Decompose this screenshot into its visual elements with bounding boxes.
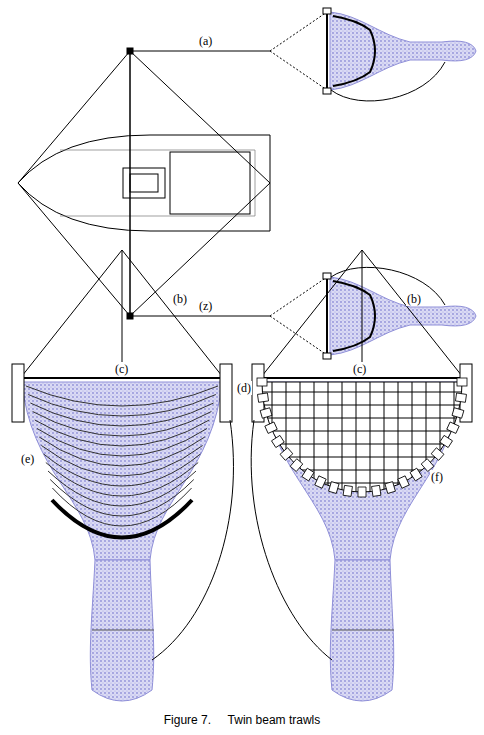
- callout-letter: (b): [172, 292, 188, 306]
- net-stroke: [260, 457, 464, 458]
- net-stroke: [260, 408, 272, 418]
- net-stroke: [447, 422, 459, 433]
- net-stroke: [28, 395, 216, 417]
- callout-letter: (c): [114, 362, 129, 376]
- net-stroke: [257, 393, 268, 402]
- net-stroke: [260, 418, 464, 419]
- net-stroke: [343, 485, 352, 496]
- net-stroke: [314, 380, 315, 500]
- net-stroke: [302, 468, 314, 481]
- net-stroke: [457, 378, 467, 386]
- callout-letter: (z): [198, 299, 213, 313]
- figure-caption: Figure 7. Twin beam trawls: [164, 713, 321, 727]
- net-stroke: [300, 380, 301, 500]
- net-stroke: [455, 393, 466, 402]
- net-stroke: [426, 380, 427, 500]
- net-stroke: [280, 448, 293, 461]
- net-stroke: [398, 476, 409, 488]
- callout-letter: (c): [352, 362, 367, 376]
- net-stroke: [265, 422, 277, 433]
- net-stroke: [412, 380, 413, 500]
- net-stroke: [454, 380, 455, 500]
- net-stroke: [440, 435, 453, 447]
- net-stroke: [410, 468, 422, 481]
- net-stroke: [370, 380, 371, 500]
- net-stroke: [48, 471, 196, 506]
- callout-letter: (b): [406, 292, 422, 306]
- callout-letter: (e): [20, 452, 35, 466]
- net-stroke: [260, 431, 464, 432]
- net-stroke: [260, 444, 464, 445]
- net-stroke: [46, 463, 198, 497]
- net-stroke: [358, 487, 366, 497]
- net-stroke: [384, 380, 385, 500]
- callout-letter: (d): [236, 381, 252, 395]
- net-stroke: [452, 408, 464, 418]
- net-stroke: [342, 380, 343, 500]
- net-stroke: [385, 482, 395, 494]
- net-stroke: [372, 485, 381, 496]
- net-stroke: [39, 437, 205, 466]
- net-stroke: [44, 454, 201, 486]
- net-stroke: [290, 459, 303, 472]
- net-stroke: [328, 380, 329, 500]
- net-stroke: [272, 435, 285, 447]
- callout-letter: (a): [198, 34, 213, 48]
- net-stroke: [41, 446, 202, 477]
- net-stroke: [356, 380, 357, 500]
- net-stroke: [50, 480, 194, 517]
- net-stroke: [286, 380, 287, 500]
- net-stroke: [26, 386, 218, 406]
- net-stroke: [260, 405, 464, 406]
- net-stroke: [398, 380, 399, 500]
- net-stroke: [260, 392, 464, 393]
- net-stroke: [329, 482, 339, 494]
- net-stroke: [431, 448, 444, 461]
- net-stroke: [30, 403, 213, 426]
- net-stroke: [315, 476, 326, 488]
- net-stroke: [257, 378, 267, 386]
- callout-letter: (f): [430, 470, 444, 484]
- net-stroke: [37, 429, 207, 457]
